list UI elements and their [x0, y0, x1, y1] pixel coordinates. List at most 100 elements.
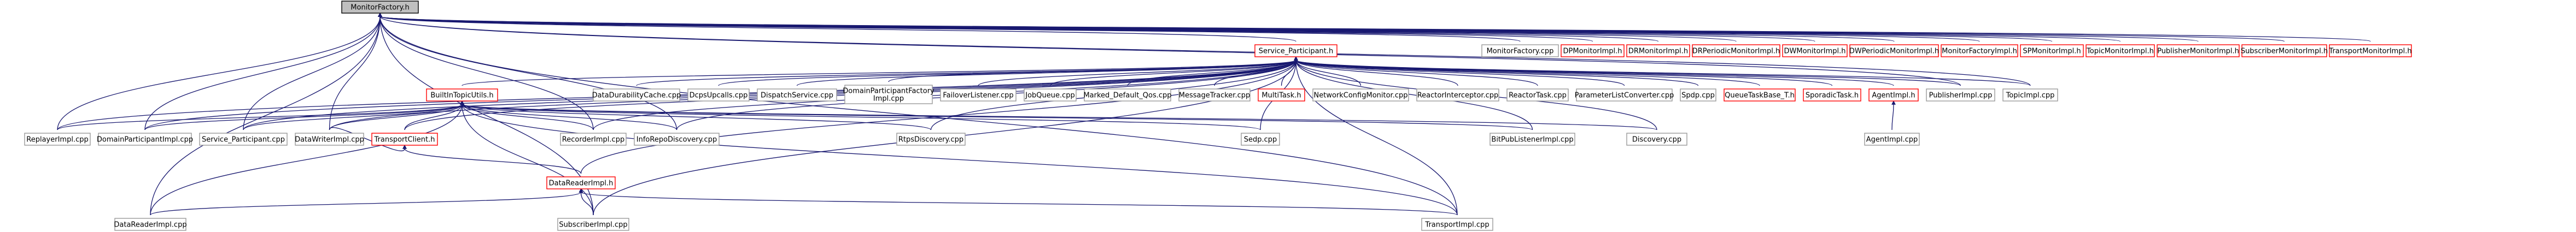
file-node-transportimpl-cpp[interactable]: TransportImpl.cpp [1421, 218, 1493, 231]
node-box [560, 133, 627, 146]
file-node-spdp-cpp-top[interactable]: Spdp.cpp [1680, 88, 1716, 102]
dependency-edge [329, 127, 407, 152]
file-node-agentimpl-cpp[interactable]: AgentImpl.cpp [1864, 133, 1920, 146]
node-label: BuiltInTopicUtils.h [430, 92, 493, 100]
file-node-monitorfactory-cpp[interactable]: MonitorFactory.cpp [1481, 44, 1559, 57]
node-label: SubscriberImpl.cpp [559, 221, 627, 229]
node-box [687, 88, 750, 102]
node-box [1416, 88, 1499, 102]
dependency-edge [1294, 56, 1458, 86]
node-box [1178, 88, 1251, 102]
node-label: TransportClient.h [373, 136, 435, 144]
file-node-queuetaskbase-t-h[interactable]: QueueTaskBase_T.h [1724, 88, 1796, 102]
file-node-agentimpl-h[interactable]: AgentImpl.h [1868, 88, 1919, 102]
dependency-edge [1294, 56, 2031, 86]
file-node-monitorfactoryimpl-h[interactable]: MonitorFactoryImpl.h [1941, 44, 2018, 57]
node-box [1024, 88, 1077, 102]
node-box [1241, 133, 1280, 146]
file-node-parameterlistconverter-cpp[interactable]: ParameterListConverter.cpp [1575, 88, 1674, 102]
node-label: Spdp.cpp [1681, 92, 1715, 100]
file-node-networkconfigmonitor-cpp[interactable]: NetworkConfigMonitor.cpp [1312, 88, 1409, 102]
node-label: JobQueue.cpp [1025, 92, 1075, 100]
dependency-edge [329, 100, 464, 130]
file-node-drmonitorimpl-h[interactable]: DRMonitorImpl.h [1626, 44, 1690, 57]
node-box [1421, 218, 1493, 231]
file-node-topicimpl-cpp[interactable]: TopicImpl.cpp [2002, 88, 2058, 102]
dependency-edge [460, 100, 1657, 130]
file-node-discovery-cpp[interactable]: Discovery.cpp [1626, 133, 1687, 146]
node-label: MessageTracker.cpp [1179, 92, 1250, 100]
node-box [1941, 44, 2018, 57]
dependency-edge [1294, 56, 1458, 216]
file-node-dwmonitorimpl-h[interactable]: DWMonitorImpl.h [1782, 44, 1848, 57]
file-node-sporadictask-h[interactable]: SporadicTask.h [1803, 88, 1861, 102]
file-node-marked-default-qos-cpp[interactable]: Marked_Default_Qos.cpp [1083, 88, 1172, 102]
file-node-datawriterimpl-cpp[interactable]: DataWriterImpl.cpp [295, 133, 364, 146]
file-node-domainparticipantimpl-cpp[interactable]: DomainParticipantImpl.cpp [97, 133, 193, 146]
file-node-datadurabilitycache-cpp[interactable]: DataDurabilityCache.cpp [592, 88, 681, 102]
node-box [1803, 88, 1861, 102]
file-node-transportclient-h[interactable]: TransportClient.h [371, 133, 438, 146]
node-box [1680, 88, 1716, 102]
dependency-edge [580, 56, 1298, 174]
file-node-reactorinterceptor-cpp[interactable]: ReactorInterceptor.cpp [1416, 88, 1499, 102]
file-node-subscriberimpl-cpp[interactable]: SubscriberImpl.cpp [557, 218, 629, 231]
file-node-transportmonitorimpl-h[interactable]: TransportMonitorImpl.h [2328, 44, 2412, 57]
dependency-edge [1891, 100, 1896, 130]
file-node-recorderimpl-cpp[interactable]: RecorderImpl.cpp [560, 133, 627, 146]
file-node-service-participant-h[interactable]: Service_Participant.h [1254, 44, 1337, 57]
file-node-dispatchservice-cpp[interactable]: DispatchService.cpp [757, 88, 837, 102]
file-node-reactortask-cpp[interactable]: ReactorTask.cpp [1506, 88, 1569, 102]
file-node-dcpsupcalls-cpp[interactable]: DcpsUpcalls.cpp [687, 88, 750, 102]
node-label: Impl.cpp [873, 95, 904, 103]
dependency-edge [1294, 56, 1699, 86]
node-box [98, 133, 192, 146]
file-node-subscribermonitorimpl-h[interactable]: SubscriberMonitorImpl.h [2241, 44, 2328, 57]
dependency-edge [150, 12, 382, 216]
node-box [341, 1, 419, 14]
file-node-inforepodiscovery-cpp[interactable]: InfoRepoDiscovery.cpp [634, 133, 720, 146]
dependency-edge [460, 100, 594, 130]
file-node-replayerimpl-cpp[interactable]: ReplayerImpl.cpp [24, 133, 91, 146]
node-label: MonitorFactoryImpl.h [1942, 47, 2017, 56]
node-label: PublisherImpl.cpp [1929, 92, 1993, 100]
node-box [1489, 133, 1575, 146]
file-node-datareaderimpl-h[interactable]: DataReaderImpl.h [546, 176, 616, 189]
file-node-drperiodicmonitorimpl-h[interactable]: DRPeriodicMonitorImpl.h [1692, 44, 1780, 57]
file-node-failoverlistener-cpp[interactable]: FailoverListener.cpp [940, 88, 1017, 102]
file-node-service-participant-cpp[interactable]: Service_Participant.cpp [199, 133, 288, 146]
dependency-edge [378, 12, 1296, 42]
file-node-sedp-cpp[interactable]: Sedp.cpp [1241, 133, 1280, 146]
file-node-dpmonitorimpl-h[interactable]: DPMonitorImpl.h [1561, 44, 1625, 57]
node-box [295, 133, 364, 146]
dependency-edge [1294, 56, 1533, 130]
dependency-edge [460, 100, 1458, 216]
node-label: Service_Participant.cpp [202, 136, 285, 144]
file-node-publishermonitorimpl-h[interactable]: PublisherMonitorImpl.h [2157, 44, 2240, 57]
file-node-spmonitorimpl-h[interactable]: SPMonitorImpl.h [2020, 44, 2084, 57]
file-node-dwperiodicmonitorimpl-h[interactable]: DWPeriodicMonitorImpl.h [1849, 44, 1939, 57]
file-node-builtintopicutils-h[interactable]: BuiltInTopicUtils.h [426, 88, 498, 102]
node-label: TopicMonitorImpl.h [2086, 47, 2154, 56]
dependency-edge [329, 12, 382, 130]
dependency-edge [1049, 56, 1298, 86]
file-node-bitpublistenerimpl-cpp[interactable]: BitPubListenerImpl.cpp [1489, 133, 1575, 146]
node-box [1868, 88, 1919, 102]
file-node-datareaderimpl-cpp[interactable]: DataReaderImpl.cpp [114, 218, 187, 231]
dependency-edge [378, 12, 677, 130]
file-node-publisherimpl-cpp[interactable]: PublisherImpl.cpp [1926, 88, 1995, 102]
node-box [1626, 133, 1687, 146]
file-node-topicmonitorimpl-h[interactable]: TopicMonitorImpl.h [2086, 44, 2155, 57]
file-node-messagetracker-cpp[interactable]: MessageTracker.cpp [1178, 88, 1251, 102]
node-label: DispatchService.cpp [761, 92, 833, 100]
file-node-multitask-h[interactable]: MultiTask.h [1258, 88, 1305, 102]
file-node-jobqueue-cpp[interactable]: JobQueue.cpp [1024, 88, 1077, 102]
node-box [2157, 44, 2240, 57]
node-box [940, 88, 1017, 102]
node-box [593, 88, 680, 102]
node-label: Service_Participant.h [1259, 47, 1334, 56]
file-node-rtpsdiscovery-cpp[interactable]: RtpsDiscovery.cpp [896, 133, 966, 146]
dependency-edge [1294, 56, 1961, 86]
node-label: Discovery.cpp [1632, 136, 1681, 144]
